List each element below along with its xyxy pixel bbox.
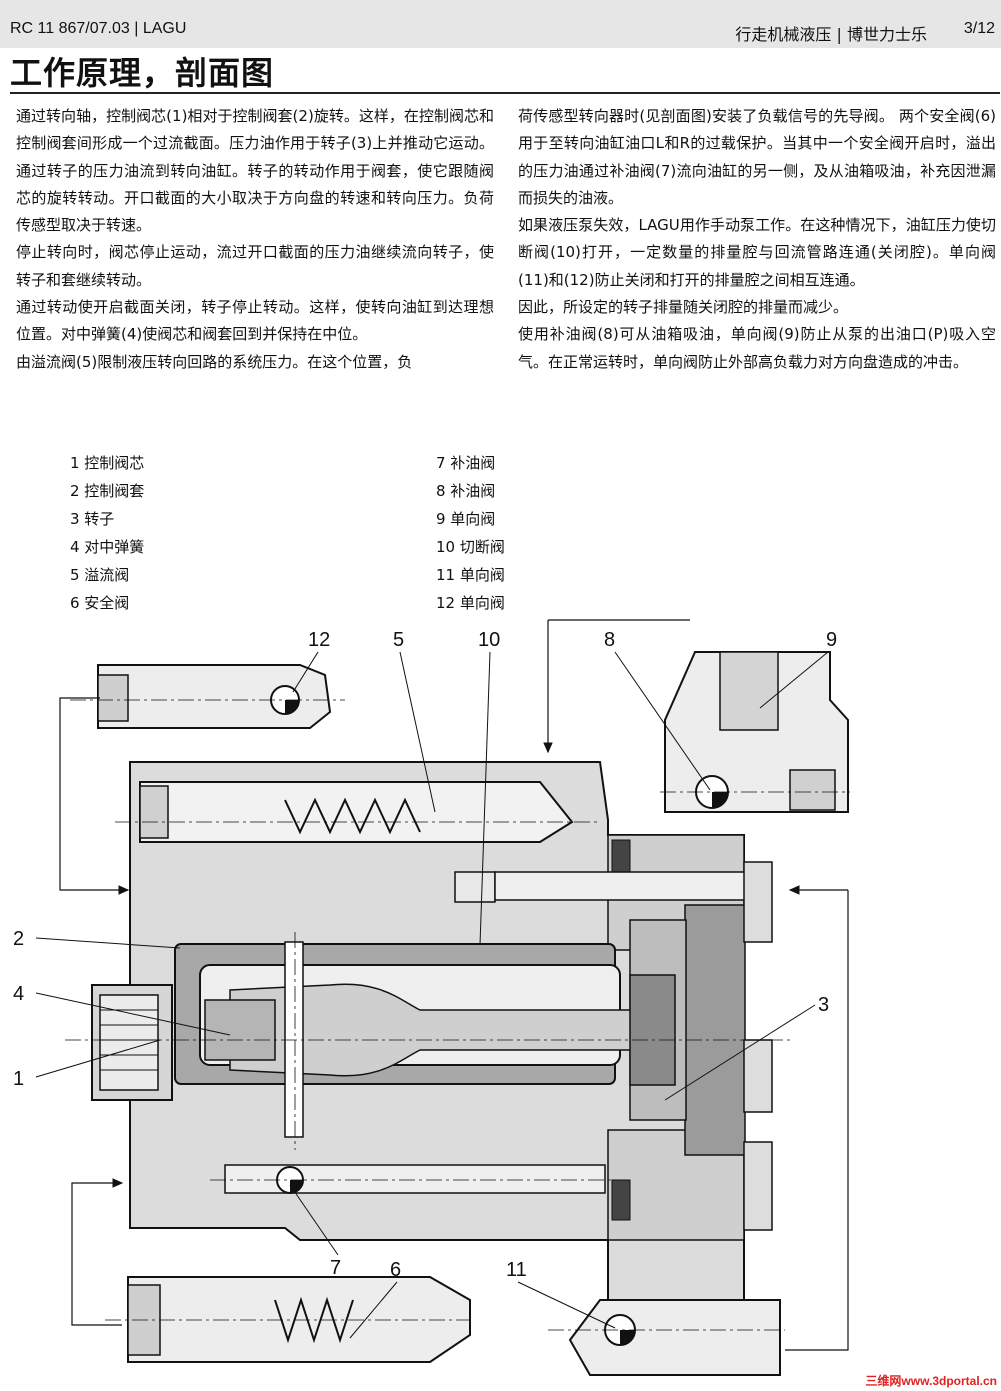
paragraph: 因此，所设定的转子排量随关闭腔的排量而减少。	[518, 298, 849, 317]
parts-legend-right: 7 补油阀 8 补油阀 9 单向阀 10 切断阀 11 单向阀 12 单向阀	[436, 450, 505, 617]
callout-5: 5	[393, 629, 404, 651]
paragraph: 如果液压泵失效，LAGU用作手动泵工作。在这种情况下，油缸压力使切断阀(10)打…	[518, 216, 996, 289]
callout-10: 10	[478, 629, 500, 651]
control-sleeve-and-spool	[174, 941, 676, 1138]
parts-legend-left: 1 控制阀芯 2 控制阀套 3 转子 4 对中弹簧 5 溢流阀 6 安全阀	[70, 450, 144, 617]
check-valve-12	[97, 664, 332, 729]
callout-4: 4	[13, 983, 24, 1005]
legend-item: 12 单向阀	[436, 593, 505, 612]
legend-item: 8 补油阀	[436, 481, 496, 500]
cut-off-valve	[454, 871, 746, 903]
page-header: RC 11 867/07.03 | LAGU 行走机械液压 | 博世力士乐 3/…	[0, 0, 1001, 48]
legend-item: 4 对中弹簧	[70, 537, 145, 556]
legend-item: 6 安全阀	[70, 593, 130, 612]
legend-item: 7 补油阀	[436, 454, 496, 472]
relief-valve	[139, 781, 574, 843]
body-column-right: 荷传感型转向器时(见剖面图)安装了负载信号的先导阀。 两个安全阀(6)用于至转向…	[518, 103, 996, 376]
body-column-left: 通过转向轴，控制阀芯(1)相对于控制阀套(2)旋转。这样，在控制阀芯和控制阀套间…	[16, 103, 494, 376]
callout-8: 8	[604, 629, 615, 651]
callout-2: 2	[13, 928, 24, 950]
port-fittings	[743, 861, 773, 1231]
check-valve-11	[568, 1299, 781, 1376]
callout-3: 3	[818, 994, 829, 1016]
legend-item: 10 切断阀	[436, 537, 505, 556]
title-divider	[10, 92, 1000, 94]
callout-11: 11	[506, 1259, 527, 1281]
make-up-valve-7	[224, 1164, 606, 1194]
legend-item: 3 转子	[70, 509, 115, 528]
callout-1: 1	[13, 1068, 24, 1090]
page-number: 3/12	[963, 20, 995, 37]
paragraph: 使用补油阀(8)可从油箱吸油，单向阀(9)防止从泵的出油口(P)吸入空气。在正常…	[518, 325, 996, 371]
steering-shaft-end	[91, 984, 173, 1101]
document-id: RC 11 867/07.03 | LAGU	[10, 20, 187, 37]
page-title: 工作原理，剖面图	[10, 54, 275, 92]
callout-12: 12	[308, 629, 330, 651]
legend-item: 9 单向阀	[436, 509, 496, 528]
leader-lines	[35, 651, 829, 1339]
paragraph: 由溢流阀(5)限制液压转向回路的系统压力。在这个位置，负	[16, 352, 413, 371]
legend-item: 5 溢流阀	[70, 565, 130, 584]
watermark: 三维网www.3dportal.cn	[865, 1374, 997, 1388]
paragraph: 通过转动使开启截面关闭，转子停止转动。这样，使转向油缸到达理想位置。对中弹簧(4…	[16, 298, 494, 344]
legend-item: 11 单向阀	[436, 565, 505, 584]
callout-7: 7	[330, 1257, 341, 1279]
legend-item: 2 控制阀套	[70, 481, 145, 500]
callout-9: 9	[826, 629, 837, 651]
callout-6: 6	[390, 1259, 401, 1281]
paragraph: 停止转向时，阀芯停止运动，流过开口截面的压力油继续流向转子，使转子和套继续转动。	[16, 243, 494, 289]
paragraph: 荷传感型转向器时(见剖面图)安装了负载信号的先导阀。 两个安全阀(6)用于至转向…	[518, 107, 996, 207]
safety-valve	[127, 1276, 471, 1363]
document-brand: 行走机械液压 | 博世力士乐	[735, 25, 927, 44]
check-valves-8-9	[664, 651, 849, 813]
legend-item: 1 控制阀芯	[70, 454, 145, 472]
centre-lines	[65, 699, 850, 1331]
flow-lines	[59, 619, 849, 1351]
sectional-drawing: 12 5 10 8 9 2 4 1 3 7 6 11	[13, 619, 850, 1376]
paragraph: 通过转向轴，控制阀芯(1)相对于控制阀套(2)旋转。这样，在控制阀芯和控制阀套间…	[16, 107, 494, 235]
